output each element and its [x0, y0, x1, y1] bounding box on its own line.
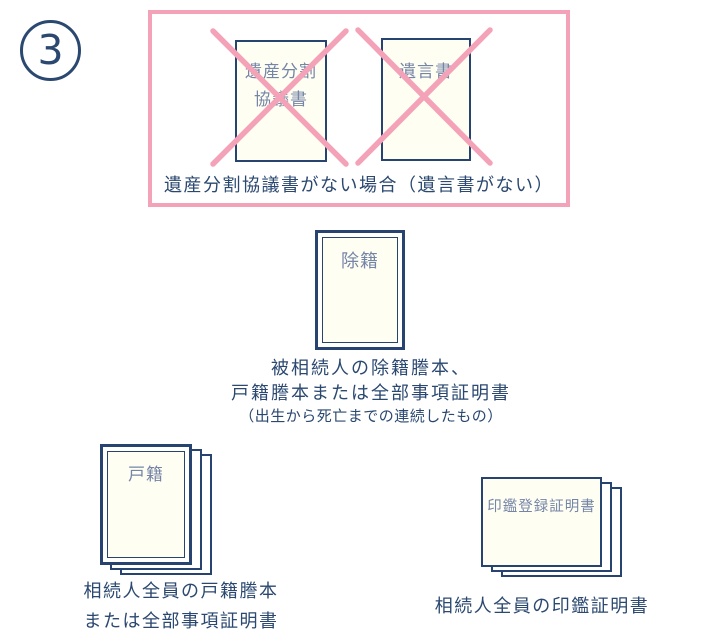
removed-registry-caption-line2: 戸籍謄本または全部事項証明書 [231, 383, 511, 404]
family-registry-document: 戸籍 [100, 444, 192, 565]
no-agreement-caption: 遺産分割協議書がない場合（遺言書がない） [164, 175, 554, 196]
family-registry-label: 戸籍 [128, 465, 164, 485]
removed-registry-label: 除籍 [341, 251, 379, 272]
family-registry-caption: 相続人全員の戸籍謄本 または全部事項証明書 [66, 577, 296, 637]
no-agreement-frame [148, 10, 570, 207]
will-label: 遺言書 [399, 62, 453, 82]
removed-registry-caption-line3: （出生から死亡までの連続したもの） [239, 407, 503, 425]
step-number: 3 [37, 26, 64, 74]
removed-registry-document-inner: 除籍 [322, 237, 398, 343]
step-number-badge: 3 [20, 20, 81, 81]
seal-certificate-caption: 相続人全員の印鑑証明書 [434, 596, 650, 617]
family-registry-caption-line2: または全部事項証明書 [83, 611, 279, 632]
removed-registry-caption: 被相続人の除籍謄本、 戸籍謄本または全部事項証明書 （出生から死亡までの連続した… [196, 356, 546, 427]
removed-registry-document: 除籍 [315, 230, 405, 350]
division-agreement-document: 遺産分割 協議書 [235, 40, 327, 162]
removed-registry-caption-line1: 被相続人の除籍謄本、 [271, 358, 471, 379]
division-agreement-label-line1: 遺産分割 [245, 62, 317, 82]
seal-certificate-label: 印鑑登録証明書 [487, 499, 596, 515]
seal-certificate-document: 印鑑登録証明書 [481, 477, 602, 567]
family-registry-document-inner: 戸籍 [107, 451, 185, 558]
family-registry-caption-line1: 相続人全員の戸籍謄本 [83, 581, 279, 602]
division-agreement-label-line2: 協議書 [254, 90, 308, 110]
will-document: 遺言書 [381, 38, 471, 161]
